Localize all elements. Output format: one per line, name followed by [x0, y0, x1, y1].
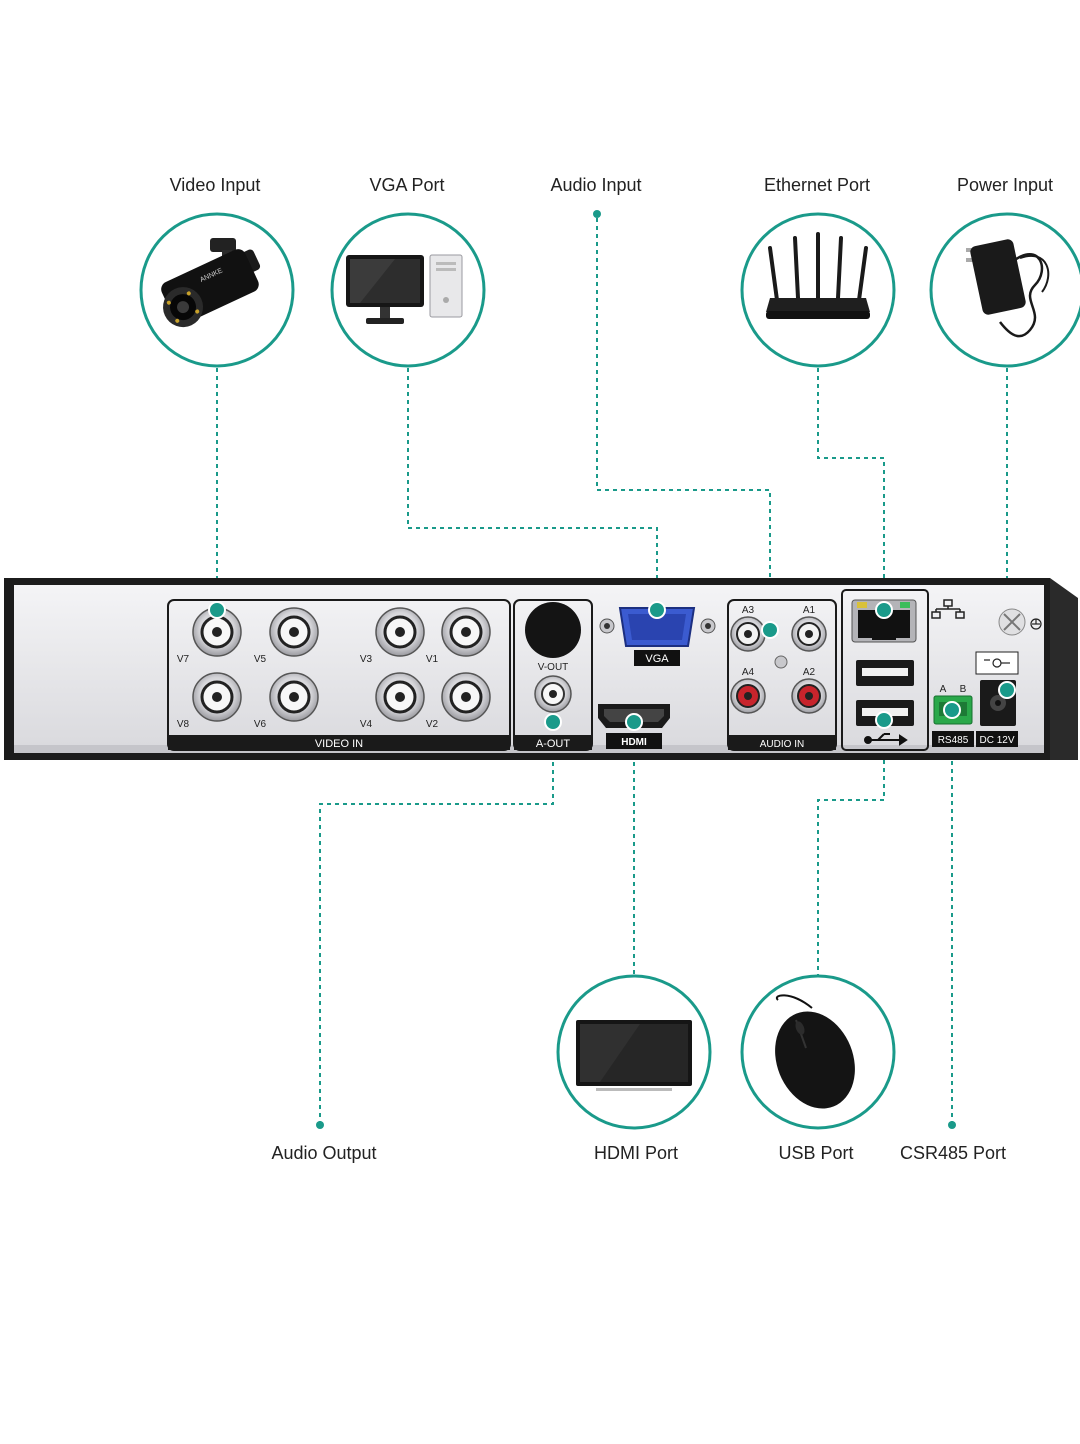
rs485-label: RS485 [938, 735, 969, 746]
port-indicator-dots [208, 601, 1016, 731]
bnc-connector[interactable]: V6 [254, 672, 319, 730]
network-symbol-icon [931, 599, 965, 619]
a-out-label: A-OUT [536, 738, 571, 750]
audio-in-section: AUDIO IN [727, 599, 837, 751]
video-input-circle: ANNKE [139, 212, 295, 368]
hdmi-port-circle [556, 974, 712, 1130]
usb-port-circle [740, 974, 896, 1130]
dc-label: DC 12V [979, 735, 1014, 746]
dot-audio-input-top [593, 210, 601, 218]
dot-csr485-bottom [948, 1121, 956, 1129]
v-out-knockout [525, 602, 581, 658]
v-out-label: V-OUT [538, 662, 569, 673]
rca-jack[interactable]: A1 [791, 605, 827, 652]
label-csr485-port: CSR485 Port [899, 1143, 1007, 1163]
line-ethernet-port [817, 368, 885, 608]
label-hdmi-port: HDMI Port [593, 1143, 679, 1163]
wifi-router-icon [766, 232, 870, 319]
rca-jack[interactable]: A4 [730, 667, 766, 714]
bnc-connector[interactable]: V2 [426, 672, 491, 730]
bnc-channel-label: V3 [360, 654, 373, 665]
usb-port-top[interactable] [856, 660, 914, 686]
bnc-connector[interactable]: V3 [360, 607, 425, 665]
dot-ethernet [875, 601, 893, 619]
hdmi-label: HDMI [621, 737, 647, 748]
line-vga-port [407, 368, 658, 608]
power-input-circle [929, 212, 1080, 368]
connector-end-dots [316, 210, 956, 1129]
bnc-channel-label: V2 [426, 719, 439, 730]
dot-rs485 [943, 701, 961, 719]
dot-audio-output [544, 713, 562, 731]
bnc-channel-label: V1 [426, 654, 439, 665]
bnc-connector[interactable]: V1 [426, 607, 491, 665]
dc-power-jack[interactable]: DC 12V [975, 651, 1019, 747]
line-audio-output [319, 722, 554, 1125]
rs485-b-label: B [960, 684, 967, 695]
bullet-camera-icon: ANNKE [161, 238, 261, 328]
vga-connector[interactable]: VGA [599, 607, 716, 666]
bnc-channel-label: V5 [254, 654, 267, 665]
video-in-label: VIDEO IN [315, 738, 363, 750]
audio-channel-label: A4 [742, 667, 755, 678]
bnc-connector[interactable]: V4 [360, 672, 425, 730]
power-adapter-icon [966, 239, 1050, 338]
a-out-rca-jack[interactable] [534, 675, 572, 713]
line-audio-input [596, 218, 771, 630]
label-ethernet-port: Ethernet Port [763, 175, 871, 195]
desktop-monitor-icon [346, 254, 463, 324]
mouse-icon [775, 994, 855, 1109]
audio-channel-label: A2 [803, 667, 816, 678]
ethernet-port-circle [740, 212, 896, 368]
vga-port-circle [330, 212, 486, 368]
bnc-connector[interactable]: V5 [254, 607, 319, 665]
label-video-input: Video Input [169, 175, 261, 195]
bnc-channel-label: V6 [254, 719, 267, 730]
audio-channel-label: A1 [803, 605, 816, 616]
dot-audio-input [761, 621, 779, 639]
label-audio-output: Audio Output [271, 1143, 377, 1163]
tv-icon [576, 1020, 692, 1091]
bnc-channel-label: V4 [360, 719, 373, 730]
network-usb-section [841, 589, 929, 751]
ground-screw[interactable] [998, 608, 1042, 636]
vga-label: VGA [645, 653, 669, 665]
dot-hdmi [625, 713, 643, 731]
output-section: V-OUT A-OUT [513, 599, 593, 751]
video-in-section: VIDEO IN [167, 599, 511, 751]
ethernet-rj45-port[interactable] [851, 599, 917, 643]
dot-vga [648, 601, 666, 619]
dot-power [998, 681, 1016, 699]
label-audio-input: Audio Input [550, 175, 642, 195]
dot-video-input [208, 601, 226, 619]
usb-symbol-icon [864, 733, 908, 746]
bnc-connector[interactable]: V8 [177, 672, 242, 730]
bnc-channel-label: V8 [177, 719, 190, 730]
ground-symbol-icon [1030, 618, 1042, 630]
polarity-symbol-icon [984, 658, 1010, 668]
dot-usb [875, 711, 893, 729]
rs485-a-label: A [940, 684, 947, 695]
dot-audio-output-bottom [316, 1121, 324, 1129]
audio-in-label: AUDIO IN [760, 739, 804, 750]
rca-jack[interactable]: A3 [730, 605, 766, 652]
bnc-channel-label: V7 [177, 654, 190, 665]
label-vga-port: VGA Port [369, 175, 445, 195]
audio-screw [774, 655, 788, 669]
label-power-input: Power Input [956, 175, 1054, 195]
audio-channel-label: A3 [742, 605, 755, 616]
label-usb-port: USB Port [778, 1143, 854, 1163]
rca-jack[interactable]: A2 [791, 667, 827, 714]
